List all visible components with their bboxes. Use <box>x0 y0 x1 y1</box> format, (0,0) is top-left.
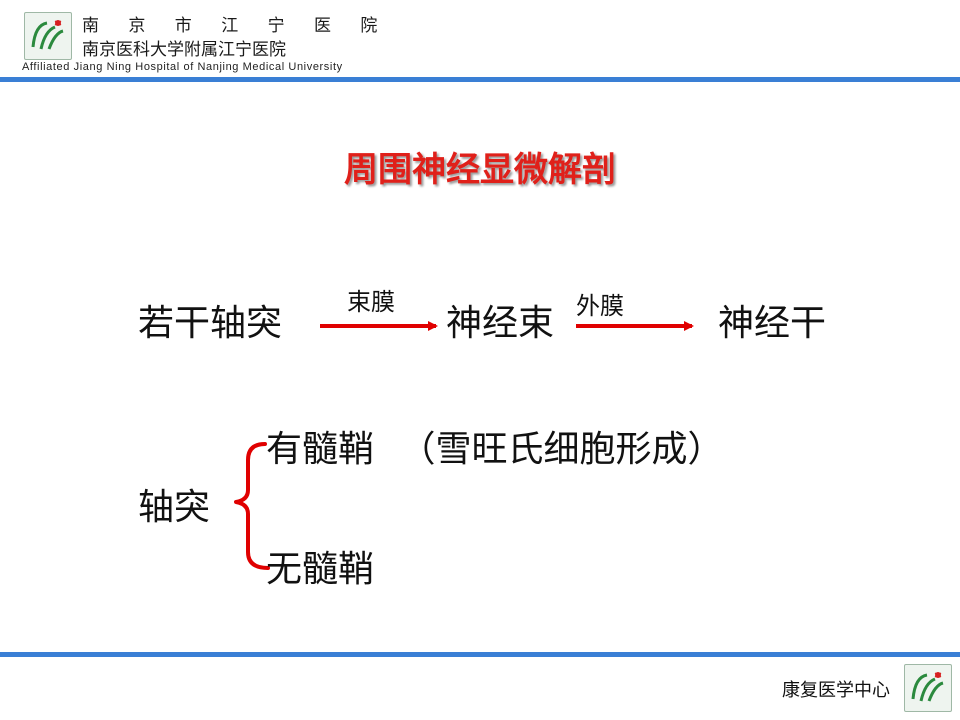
branch-myelinated: 有髓鞘 （雪旺氏细胞形成） <box>266 420 723 472</box>
header-divider <box>0 77 960 82</box>
hospital-logo-icon <box>904 664 952 712</box>
branch-unmyelinated: 无髓鞘 <box>266 549 375 590</box>
curly-brace-icon <box>234 442 270 570</box>
branch-myelinated-note: （雪旺氏细胞形成） <box>399 429 724 470</box>
hospital-name: 南 京 市 江 宁 医 院 <box>82 16 390 36</box>
flow-step-fascicle: 神经束 <box>446 303 555 344</box>
hospital-affiliation: 南京医科大学附属江宁医院 <box>82 40 286 60</box>
slide-title: 周围神经显微解剖 <box>344 150 616 190</box>
flow-step-axons: 若干轴突 <box>138 303 283 344</box>
flow-step-nerve-trunk: 神经干 <box>718 303 827 344</box>
branch-myelinated-label: 有髓鞘 <box>266 429 375 470</box>
flow-arrow2-label: 外膜 <box>576 292 624 320</box>
footer-center-name: 康复医学中心 <box>782 680 890 701</box>
flow-arrow1-label: 束膜 <box>347 288 395 316</box>
classification-root: 轴突 <box>138 487 211 528</box>
footer-divider <box>0 652 960 657</box>
hospital-english-name: Affiliated Jiang Ning Hospital of Nanjin… <box>22 61 343 73</box>
hospital-logo-icon <box>24 12 72 60</box>
